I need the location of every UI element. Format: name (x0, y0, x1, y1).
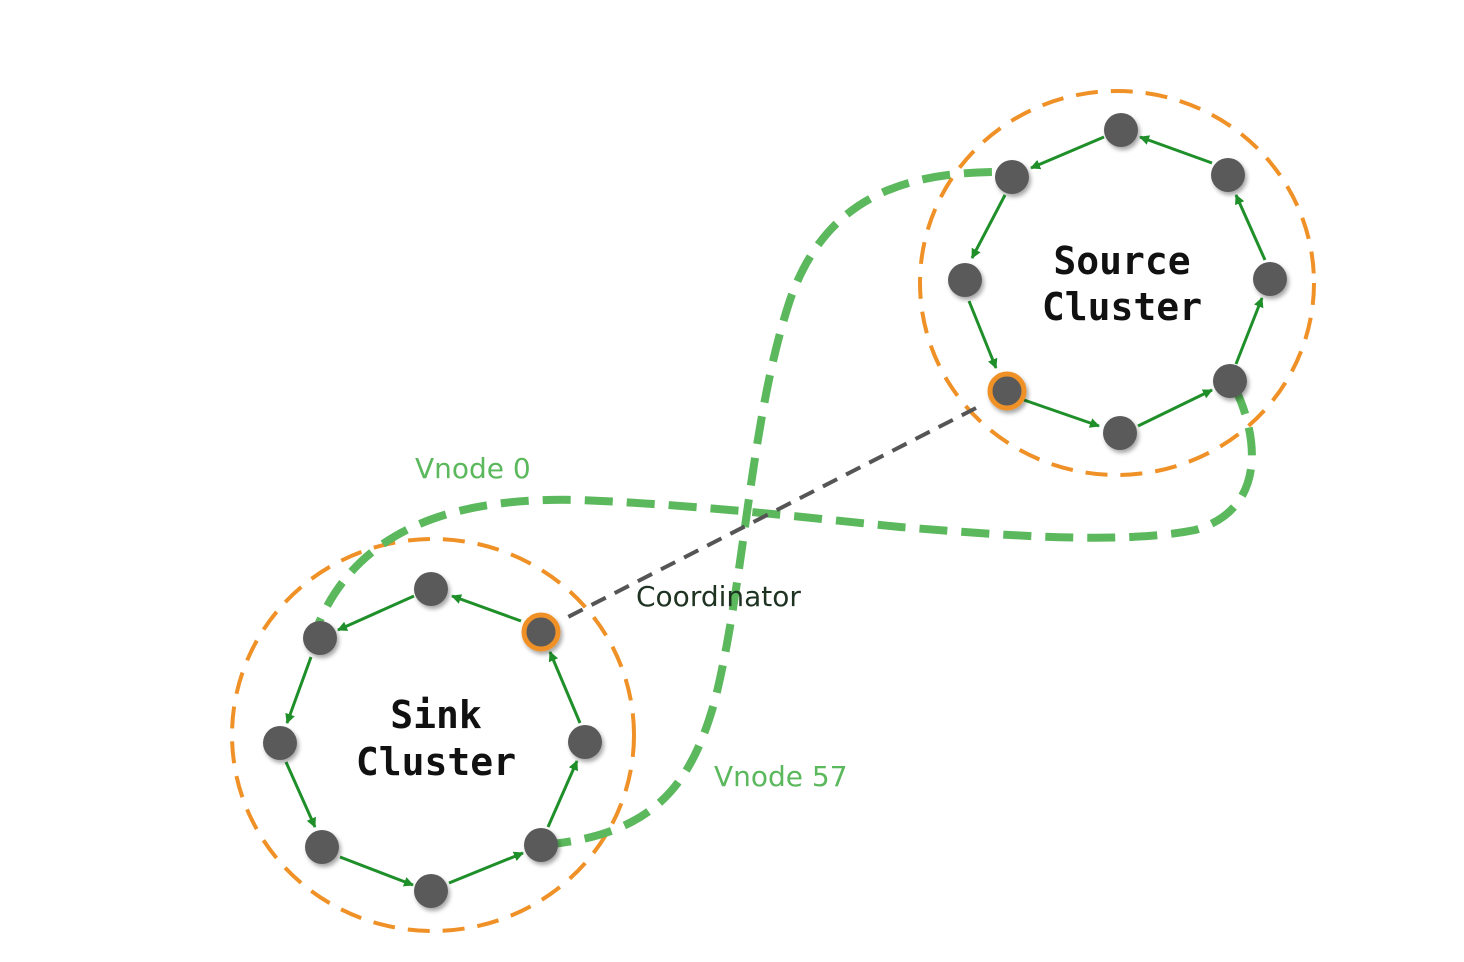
sink-node (414, 874, 448, 908)
sink-ring-edge (339, 855, 414, 887)
coordinator-label: Coordinator (636, 580, 801, 613)
source-node (948, 263, 982, 297)
source-node (1213, 364, 1247, 398)
source-ring-edge (1137, 388, 1213, 428)
sink-nodes (263, 572, 602, 908)
sink-ring-edge (546, 760, 579, 828)
sink-cluster-title-line1: Sink (390, 693, 482, 737)
sink-ring-edge (284, 761, 317, 828)
sink-node-coordinator (521, 612, 561, 652)
source-cluster-boundary (918, 89, 1316, 477)
source-node (1104, 113, 1138, 147)
source-node (1211, 158, 1245, 192)
sink-node (305, 830, 339, 864)
vnode-start-label: Vnode 0 (415, 452, 531, 485)
source-ring-edge (967, 300, 998, 369)
sink-ring-edge (451, 594, 522, 623)
sink-ring-edges (284, 594, 582, 887)
vnode-path-loop (314, 386, 1256, 627)
source-ring-edge (1023, 398, 1100, 428)
source-node (1103, 416, 1137, 450)
sink-node (263, 726, 297, 760)
source-nodes (948, 113, 1287, 450)
source-ring-edge (1234, 297, 1264, 365)
sink-ring-edge (548, 651, 582, 724)
source-ring-edge (1139, 135, 1213, 165)
sink-cluster-boundary (230, 537, 636, 933)
sink-cluster-title-line2: Cluster (356, 740, 516, 784)
vnode-end-label: Vnode 57 (714, 760, 848, 793)
source-node-coordinator (987, 371, 1027, 411)
source-cluster-title-line1: Source (1053, 239, 1190, 283)
vnode-path (542, 167, 1011, 849)
sink-node (568, 725, 602, 759)
source-ring-edge (970, 194, 1007, 259)
source-ring-edge (1030, 135, 1105, 170)
sink-node (414, 572, 448, 606)
sink-node (524, 828, 558, 862)
source-node (995, 160, 1029, 194)
source-ring-edge (1234, 194, 1267, 261)
sink-ring-edge (448, 851, 524, 885)
sink-ring-edge (285, 656, 313, 724)
sink-node (303, 621, 337, 655)
source-cluster-title-line2: Cluster (1042, 285, 1202, 329)
source-ring-edges (967, 135, 1267, 428)
source-node (1253, 262, 1287, 296)
sink-ring-edge (337, 594, 415, 632)
